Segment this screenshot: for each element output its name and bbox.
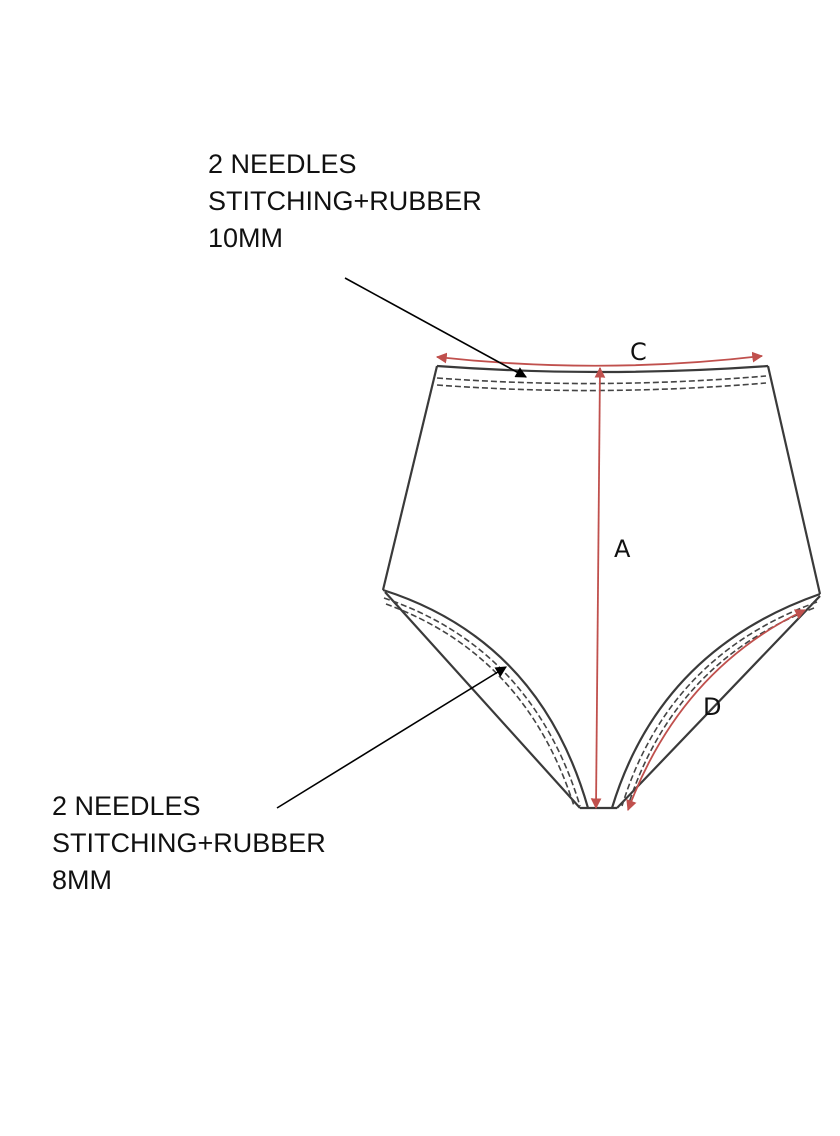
body-right-side (766, 365, 822, 595)
brief-outline (381, 364, 822, 810)
leg-leader-arrow (276, 666, 507, 809)
label-c: C (630, 338, 647, 366)
note-line: 2 NEEDLES (52, 791, 201, 821)
note-line: STITCHING+RUBBER (52, 828, 326, 858)
waistband-leader-arrow (344, 277, 527, 378)
label-d: D (703, 693, 721, 721)
note-line: 8MM (52, 865, 112, 895)
note-line: STITCHING+RUBBER (208, 186, 482, 216)
waistband-stitch-note: 2 NEEDLES STITCHING+RUBBER 10MM (208, 146, 482, 257)
measure-c-arrow (435, 351, 764, 367)
left-back-leg-line (384, 591, 581, 809)
note-line: 2 NEEDLES (208, 149, 357, 179)
measure-lines (435, 351, 806, 812)
measure-a-arrow (590, 366, 606, 810)
leg-opening-stitch-note: 2 NEEDLES STITCHING+RUBBER 8MM (52, 788, 326, 899)
label-a: A (614, 535, 631, 563)
measure-d-arrow (626, 609, 806, 812)
body-left-side (381, 365, 439, 591)
stitch-lines (383, 375, 818, 807)
leader-lines (276, 277, 527, 809)
note-line: 10MM (208, 223, 284, 253)
left-leg-opening (382, 588, 590, 809)
waistband-top-edge (436, 364, 769, 374)
